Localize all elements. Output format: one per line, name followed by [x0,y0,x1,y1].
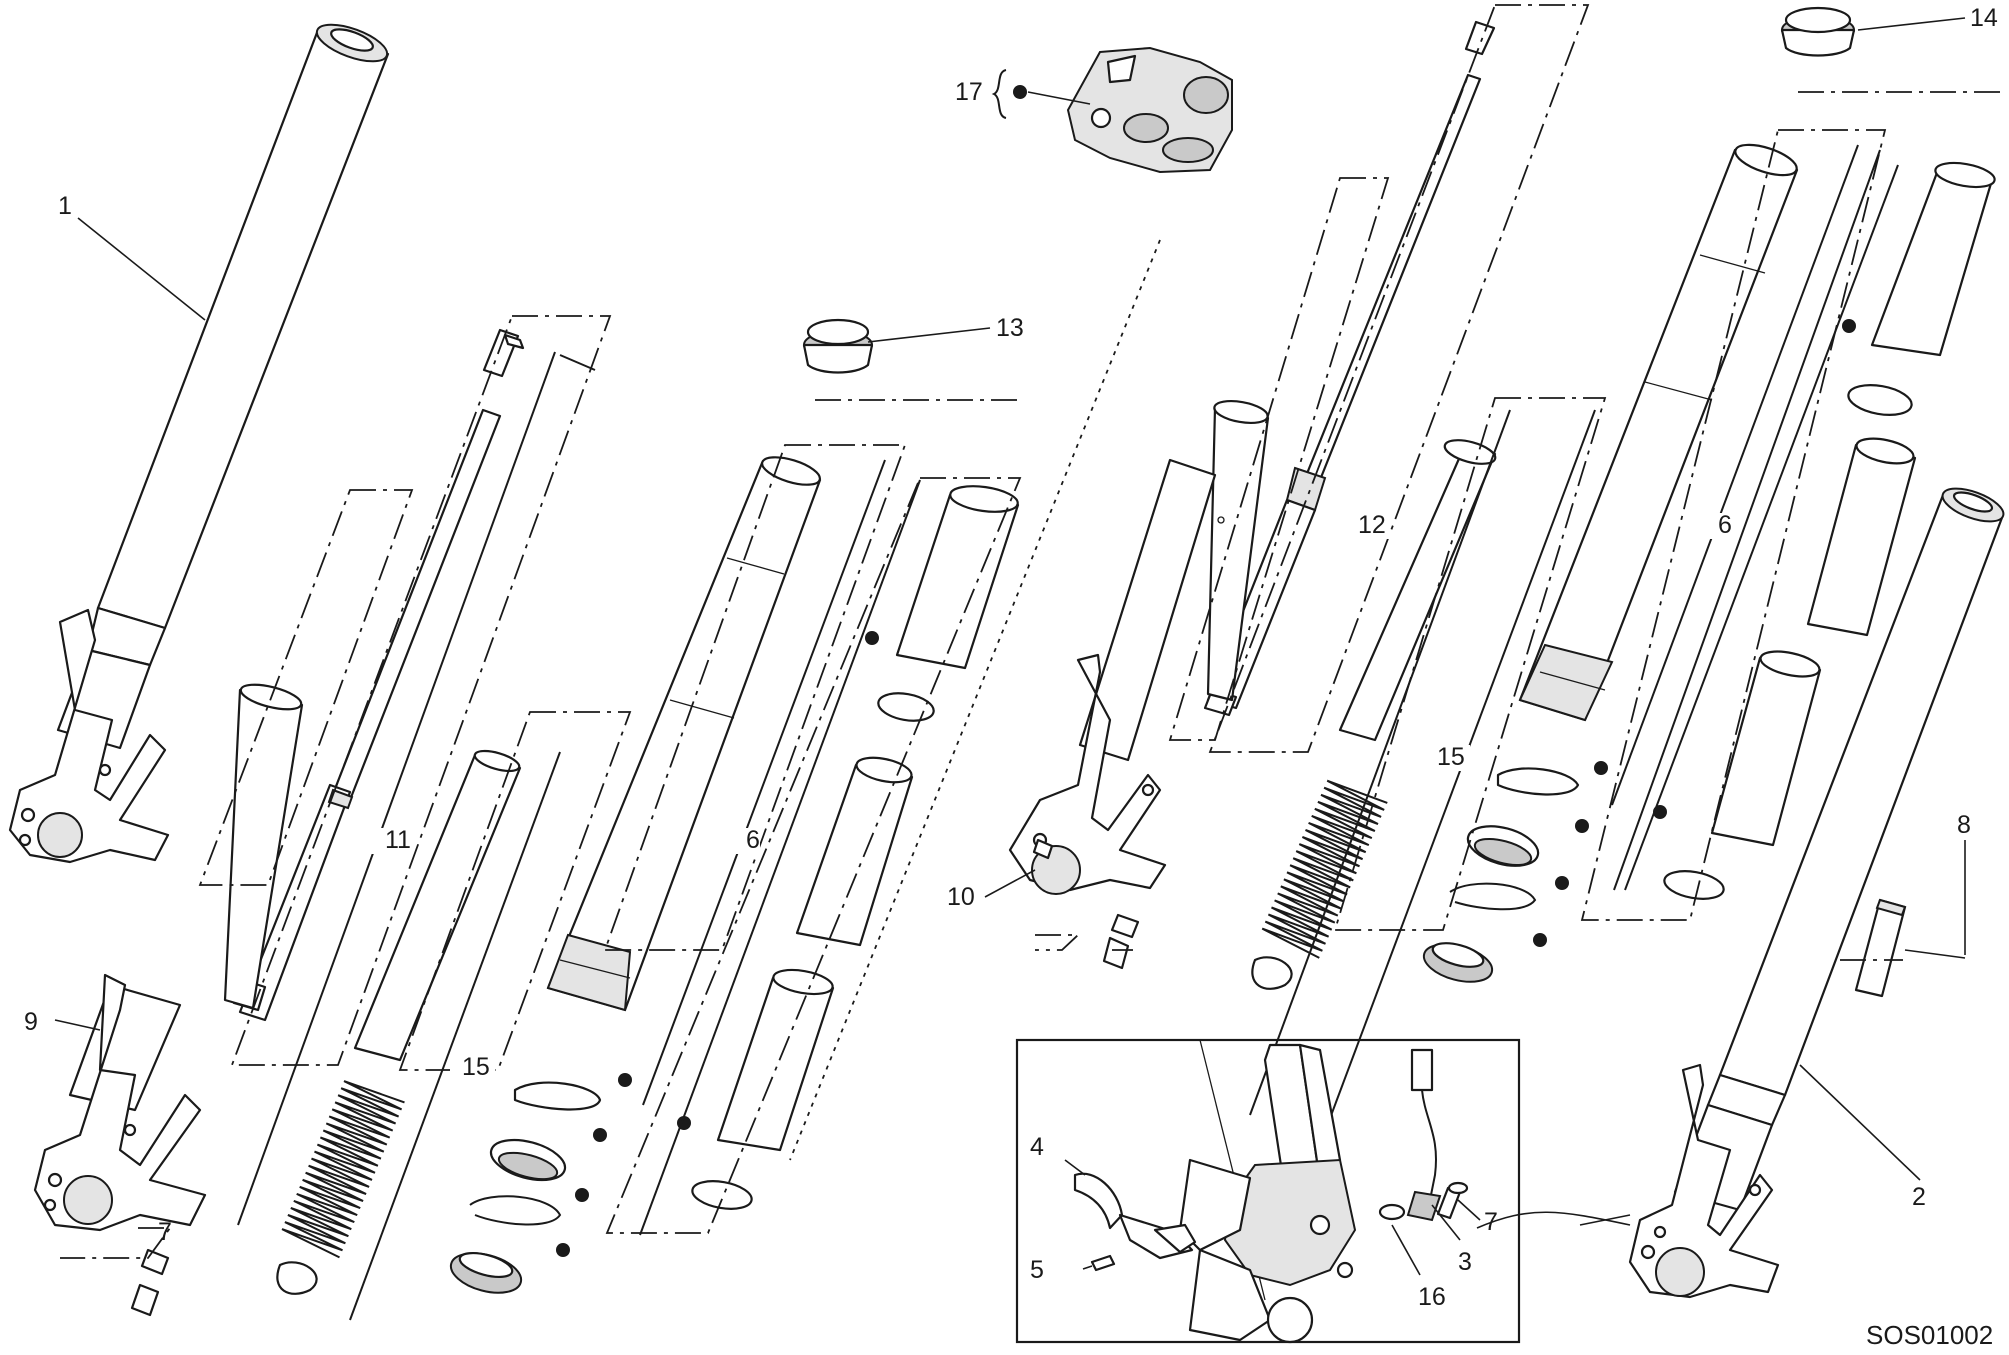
callout-9: 9 [24,1008,38,1036]
callout-16: 16 [1418,1283,1446,1311]
callout-8: 8 [1957,811,1971,839]
bracket-frames-right [1035,4,2003,1146]
top-cap-right [1780,6,1856,57]
electronic-valve-kit [991,46,1233,174]
callout-7-right: 7 [1484,1208,1498,1236]
callout-10: 10 [947,883,975,911]
callout-15-right: 15 [1437,743,1465,771]
fork-leg-right [1628,487,2005,1299]
seal-kit-left [449,1073,632,1294]
callout-4: 4 [1030,1133,1044,1161]
callout-6-right: 6 [1718,511,1732,539]
drawing-code: SOS01002 [1866,1320,1993,1350]
callout-11: 11 [385,826,411,854]
callout-7-left: 7 [158,1218,172,1246]
outer-tube-left [546,456,822,1012]
bushings-right [1653,161,1996,900]
callout-12: 12 [1358,511,1386,539]
spring-right [1251,779,1388,990]
outer-tube-right [1518,143,1799,722]
callout-5: 5 [1030,1256,1044,1284]
callout-14: 14 [1970,4,1998,32]
damper-cartridge-right [1203,20,1497,742]
damper-cartridge-left [223,328,525,1062]
label-gaps [370,513,1735,1081]
bracket-frames-left [60,239,1161,1259]
callout-6-left: 6 [746,826,760,854]
top-cap-left [802,318,874,374]
fork-bottom-right [1008,458,1217,970]
callout-13: 13 [996,314,1024,342]
fork-bottom-left [33,973,207,1317]
callout-17: 17 [955,78,983,106]
callout-1: 1 [58,192,72,220]
leader-rails-left [237,351,921,1321]
protector-pad [1854,898,1907,998]
callout-15-left: 15 [462,1053,490,1081]
seal-kit-right [1422,761,1608,983]
callout-3: 3 [1458,1248,1472,1276]
spring-left [276,1080,405,1295]
callout-2: 2 [1912,1183,1926,1211]
fork-leg-left [8,23,390,864]
callout-labels: 1 2 3 4 5 6 6 7 7 8 9 10 11 12 13 14 15 … [24,4,1998,1350]
sensor-detail-inset [1015,1038,1521,1344]
callout-leaders [54,17,1966,1276]
